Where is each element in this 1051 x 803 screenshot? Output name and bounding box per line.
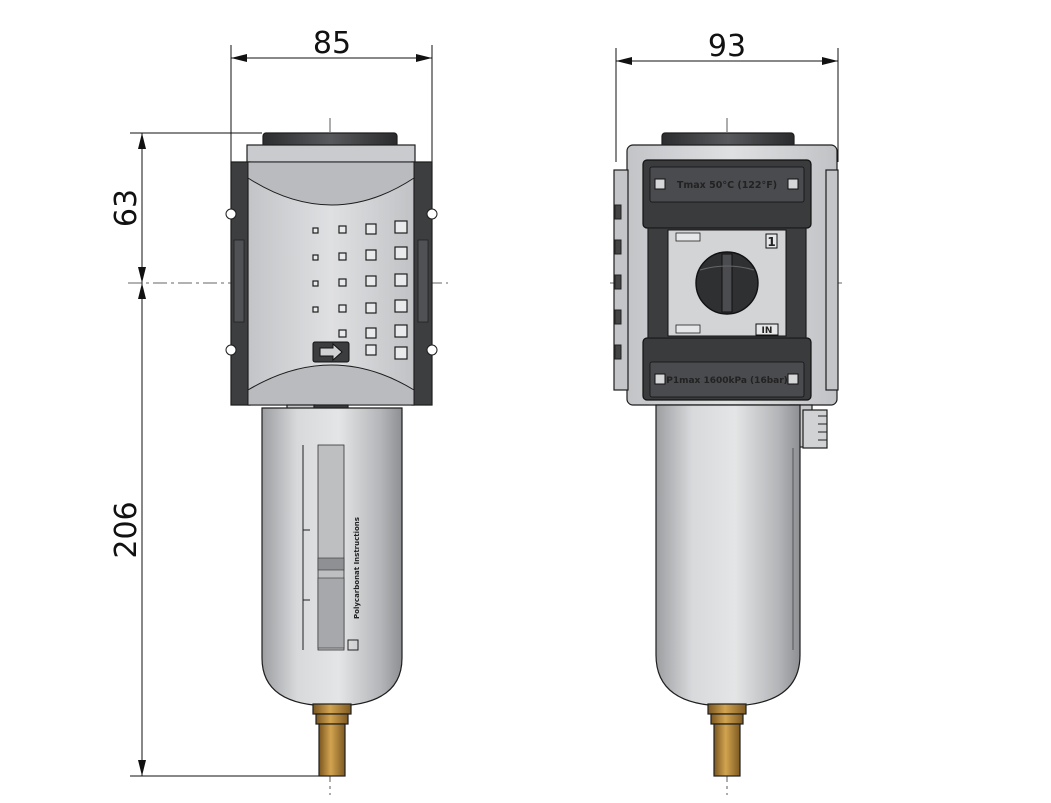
vent-squares xyxy=(312,220,408,360)
port-in-label: IN xyxy=(762,326,773,336)
dim-height-top: 63 xyxy=(109,189,144,227)
pmax-label: P1max 1600kPa (16bar) xyxy=(666,376,788,386)
dim-width-left: 85 xyxy=(313,26,351,61)
dimension-lines xyxy=(130,45,839,777)
port-number-label: 1 xyxy=(767,235,775,249)
tmax-label: Tmax 50°C (122°F) xyxy=(677,180,777,191)
filter-front-view: Polycarbonat Instructions xyxy=(225,132,438,777)
dim-width-right: 93 xyxy=(708,29,746,64)
bowl-instructions-text: Polycarbonat Instructions xyxy=(353,517,361,619)
arrow-right-icon xyxy=(319,342,343,362)
filter-side-view: Tmax 50°C (122°F) P1max 1600kPa (16bar) … xyxy=(613,132,839,777)
dim-height-bottom: 206 xyxy=(109,501,144,558)
